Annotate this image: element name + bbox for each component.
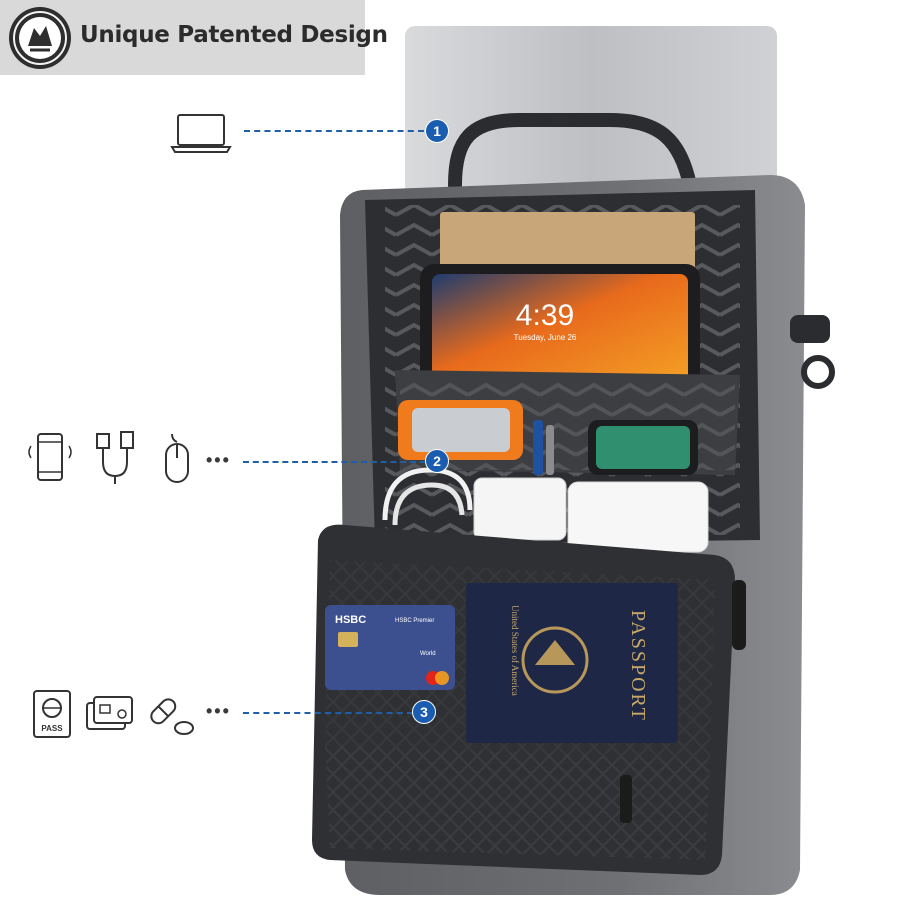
passport-title: PASSPORT	[627, 610, 649, 722]
zipper-pull	[620, 775, 632, 823]
card-tier: HSBC Premier	[395, 618, 434, 624]
callout-3-dots: •••	[206, 701, 231, 721]
pen	[533, 420, 543, 475]
laptop-icon	[170, 114, 232, 153]
card-bank: HSBC	[335, 614, 366, 626]
credit-card: HSBC HSBC Premier World	[325, 605, 455, 690]
bag-handle	[448, 113, 697, 192]
usb-hub	[473, 477, 567, 541]
ipad-date: Tuesday, June 26	[514, 333, 577, 342]
patent-badge: Unique Patented Design	[0, 0, 388, 75]
callout-2-marker: 2	[425, 449, 449, 473]
patent-seal-icon	[9, 7, 71, 69]
passport-icon: PASS	[33, 690, 71, 738]
card-network: World	[420, 651, 436, 657]
strap-clip	[801, 355, 835, 389]
side-zipper	[732, 580, 746, 650]
badge-text: Unique Patented Design	[80, 22, 388, 48]
callout-3-line	[243, 712, 413, 714]
pills-icon	[150, 698, 194, 735]
mouse-icon	[165, 433, 189, 483]
callout-3-marker: 3	[412, 700, 436, 724]
callout-1-line	[244, 130, 424, 132]
phone-icon	[28, 433, 72, 481]
ipad-time: 4:39	[516, 299, 574, 332]
callout-2-line	[243, 461, 426, 463]
passport: PASSPORT United States of America	[466, 583, 678, 743]
passport-icon-label: PASS	[41, 724, 63, 733]
cable-adapter-icon	[96, 431, 134, 484]
callout-2-dots: •••	[206, 450, 231, 470]
strap-ring	[790, 315, 830, 343]
cards-icon	[86, 696, 133, 730]
passport-country: United States of America	[510, 605, 520, 696]
power-adapter	[567, 481, 709, 553]
callout-1-marker: 1	[425, 119, 449, 143]
